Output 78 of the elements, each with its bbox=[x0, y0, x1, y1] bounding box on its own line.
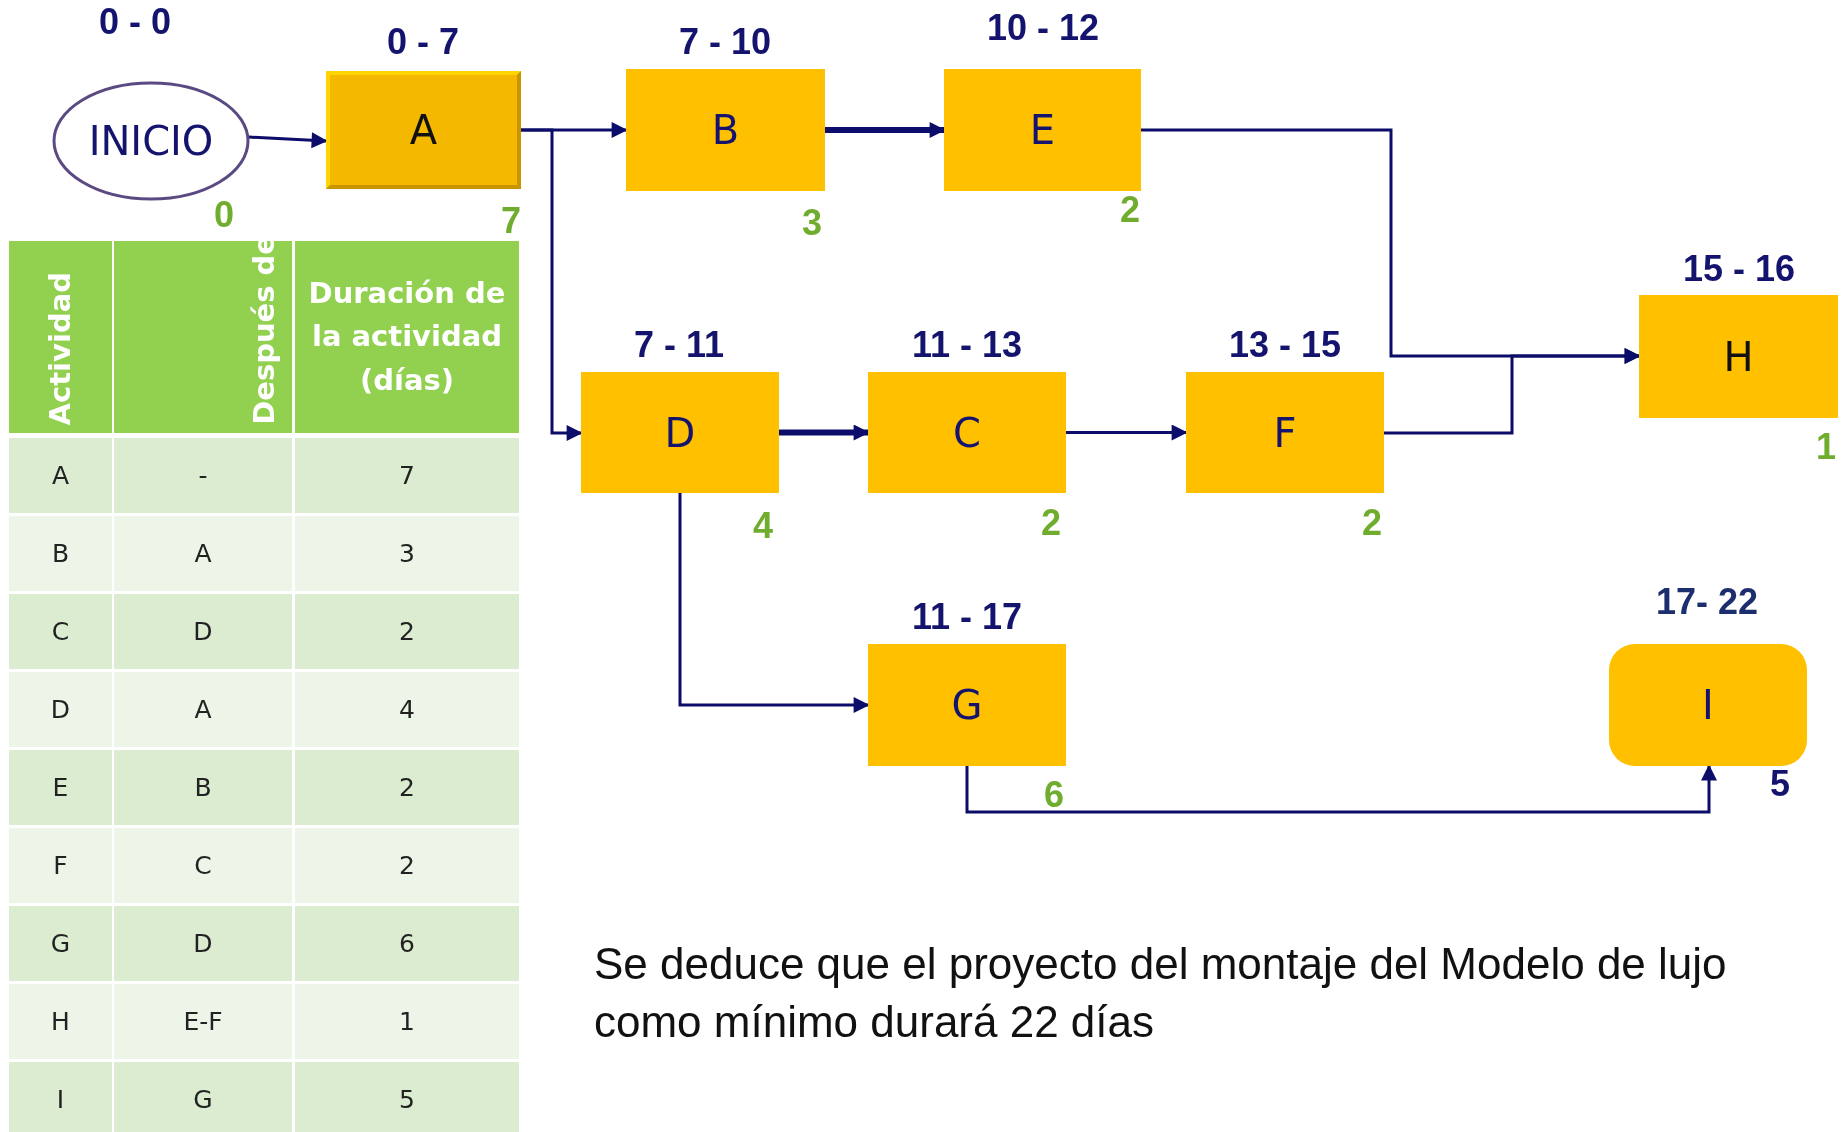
activity-box bbox=[626, 69, 825, 191]
arrow bbox=[965, 764, 1717, 814]
node-label: G bbox=[951, 682, 983, 728]
table-cell: 7 bbox=[295, 438, 519, 513]
arrow bbox=[1384, 348, 1641, 435]
table-cell: 4 bbox=[295, 672, 519, 747]
time-range-label: 0 - 0 bbox=[99, 1, 171, 43]
activity-box bbox=[944, 69, 1141, 191]
time-range-label: 13 - 15 bbox=[1228, 324, 1342, 366]
table-cell: G bbox=[9, 906, 112, 981]
duration-label: 2 bbox=[1041, 502, 1061, 544]
table-cell: D bbox=[114, 594, 292, 669]
table-cell: F bbox=[9, 828, 112, 903]
time-range-label: 7 - 10 bbox=[678, 21, 772, 63]
table-cell: 2 bbox=[295, 828, 519, 903]
arrow bbox=[825, 122, 946, 138]
duration-label: 6 bbox=[1044, 774, 1064, 816]
time-range-label: 15 - 16 bbox=[1682, 248, 1796, 290]
table-cell: B bbox=[9, 516, 112, 591]
time-range-label: 11 - 17 bbox=[911, 596, 1023, 638]
node-label: I bbox=[1702, 682, 1714, 728]
table-cell: 5 bbox=[295, 1062, 519, 1132]
duration-label: 0 bbox=[214, 194, 234, 236]
table-cell: 1 bbox=[295, 984, 519, 1059]
duration-label: 1 bbox=[1816, 426, 1836, 468]
table-cell: A bbox=[114, 672, 292, 747]
column-header: Actividad bbox=[41, 271, 78, 425]
time-range-label: 7 - 11 bbox=[633, 324, 725, 366]
arrow bbox=[678, 493, 870, 713]
duration-label: 7 bbox=[501, 200, 521, 242]
activity-box bbox=[868, 644, 1066, 766]
node-label: C bbox=[953, 409, 981, 456]
arrow bbox=[521, 128, 583, 441]
duration-label: 2 bbox=[1120, 189, 1140, 231]
arrow bbox=[779, 424, 870, 441]
node-label: D bbox=[664, 409, 696, 456]
time-range-label: 10 - 12 bbox=[986, 7, 1100, 49]
table-cell: G bbox=[114, 1062, 292, 1132]
table-cell: 2 bbox=[295, 750, 519, 825]
table-cell: - bbox=[114, 438, 292, 513]
time-range-label: 17- 22 bbox=[1655, 581, 1759, 623]
node-label: B bbox=[711, 107, 740, 153]
table-cell: E-F bbox=[114, 984, 292, 1059]
activity-box bbox=[326, 71, 521, 189]
table-cell: 2 bbox=[295, 594, 519, 669]
time-range-label: 0 - 7 bbox=[387, 21, 459, 63]
table-cell: A bbox=[9, 438, 112, 513]
duration-label: 5 bbox=[1770, 763, 1790, 805]
column-header: Duración de la actividad (días) bbox=[307, 274, 507, 399]
table-cell: 3 bbox=[295, 516, 519, 591]
table-cell: I bbox=[9, 1062, 112, 1132]
activity-box bbox=[868, 372, 1066, 493]
table-cell: H bbox=[9, 984, 112, 1059]
table-cell: D bbox=[9, 672, 112, 747]
table-cell: C bbox=[9, 594, 112, 669]
table-cell: E bbox=[9, 750, 112, 825]
duration-label: 2 bbox=[1362, 502, 1382, 544]
conclusion-text: Se deduce que el proyecto del montaje del Modelo de lujo como mínimo durará 22 días bbox=[594, 938, 1728, 1048]
duration-label: 4 bbox=[753, 505, 773, 547]
node-label: F bbox=[1273, 409, 1297, 456]
arrow bbox=[1066, 424, 1188, 441]
activity-box bbox=[1186, 372, 1384, 493]
arrow bbox=[248, 132, 328, 149]
activity-box bbox=[581, 372, 779, 493]
node-label: A bbox=[409, 107, 438, 153]
node-label: H bbox=[1723, 333, 1754, 380]
table-cell: 6 bbox=[295, 906, 519, 981]
node-label: E bbox=[1029, 107, 1056, 153]
duration-label: 3 bbox=[802, 202, 822, 244]
table-cell: D bbox=[114, 906, 292, 981]
table-cell: A bbox=[114, 516, 292, 591]
node-label: INICIO bbox=[88, 118, 214, 164]
activity-box bbox=[1609, 644, 1807, 766]
table-cell: B bbox=[114, 750, 292, 825]
table-cell: C bbox=[114, 828, 292, 903]
start-ellipse bbox=[52, 81, 250, 201]
activity-box bbox=[1639, 295, 1838, 418]
time-range-label: 11 - 13 bbox=[911, 324, 1023, 366]
